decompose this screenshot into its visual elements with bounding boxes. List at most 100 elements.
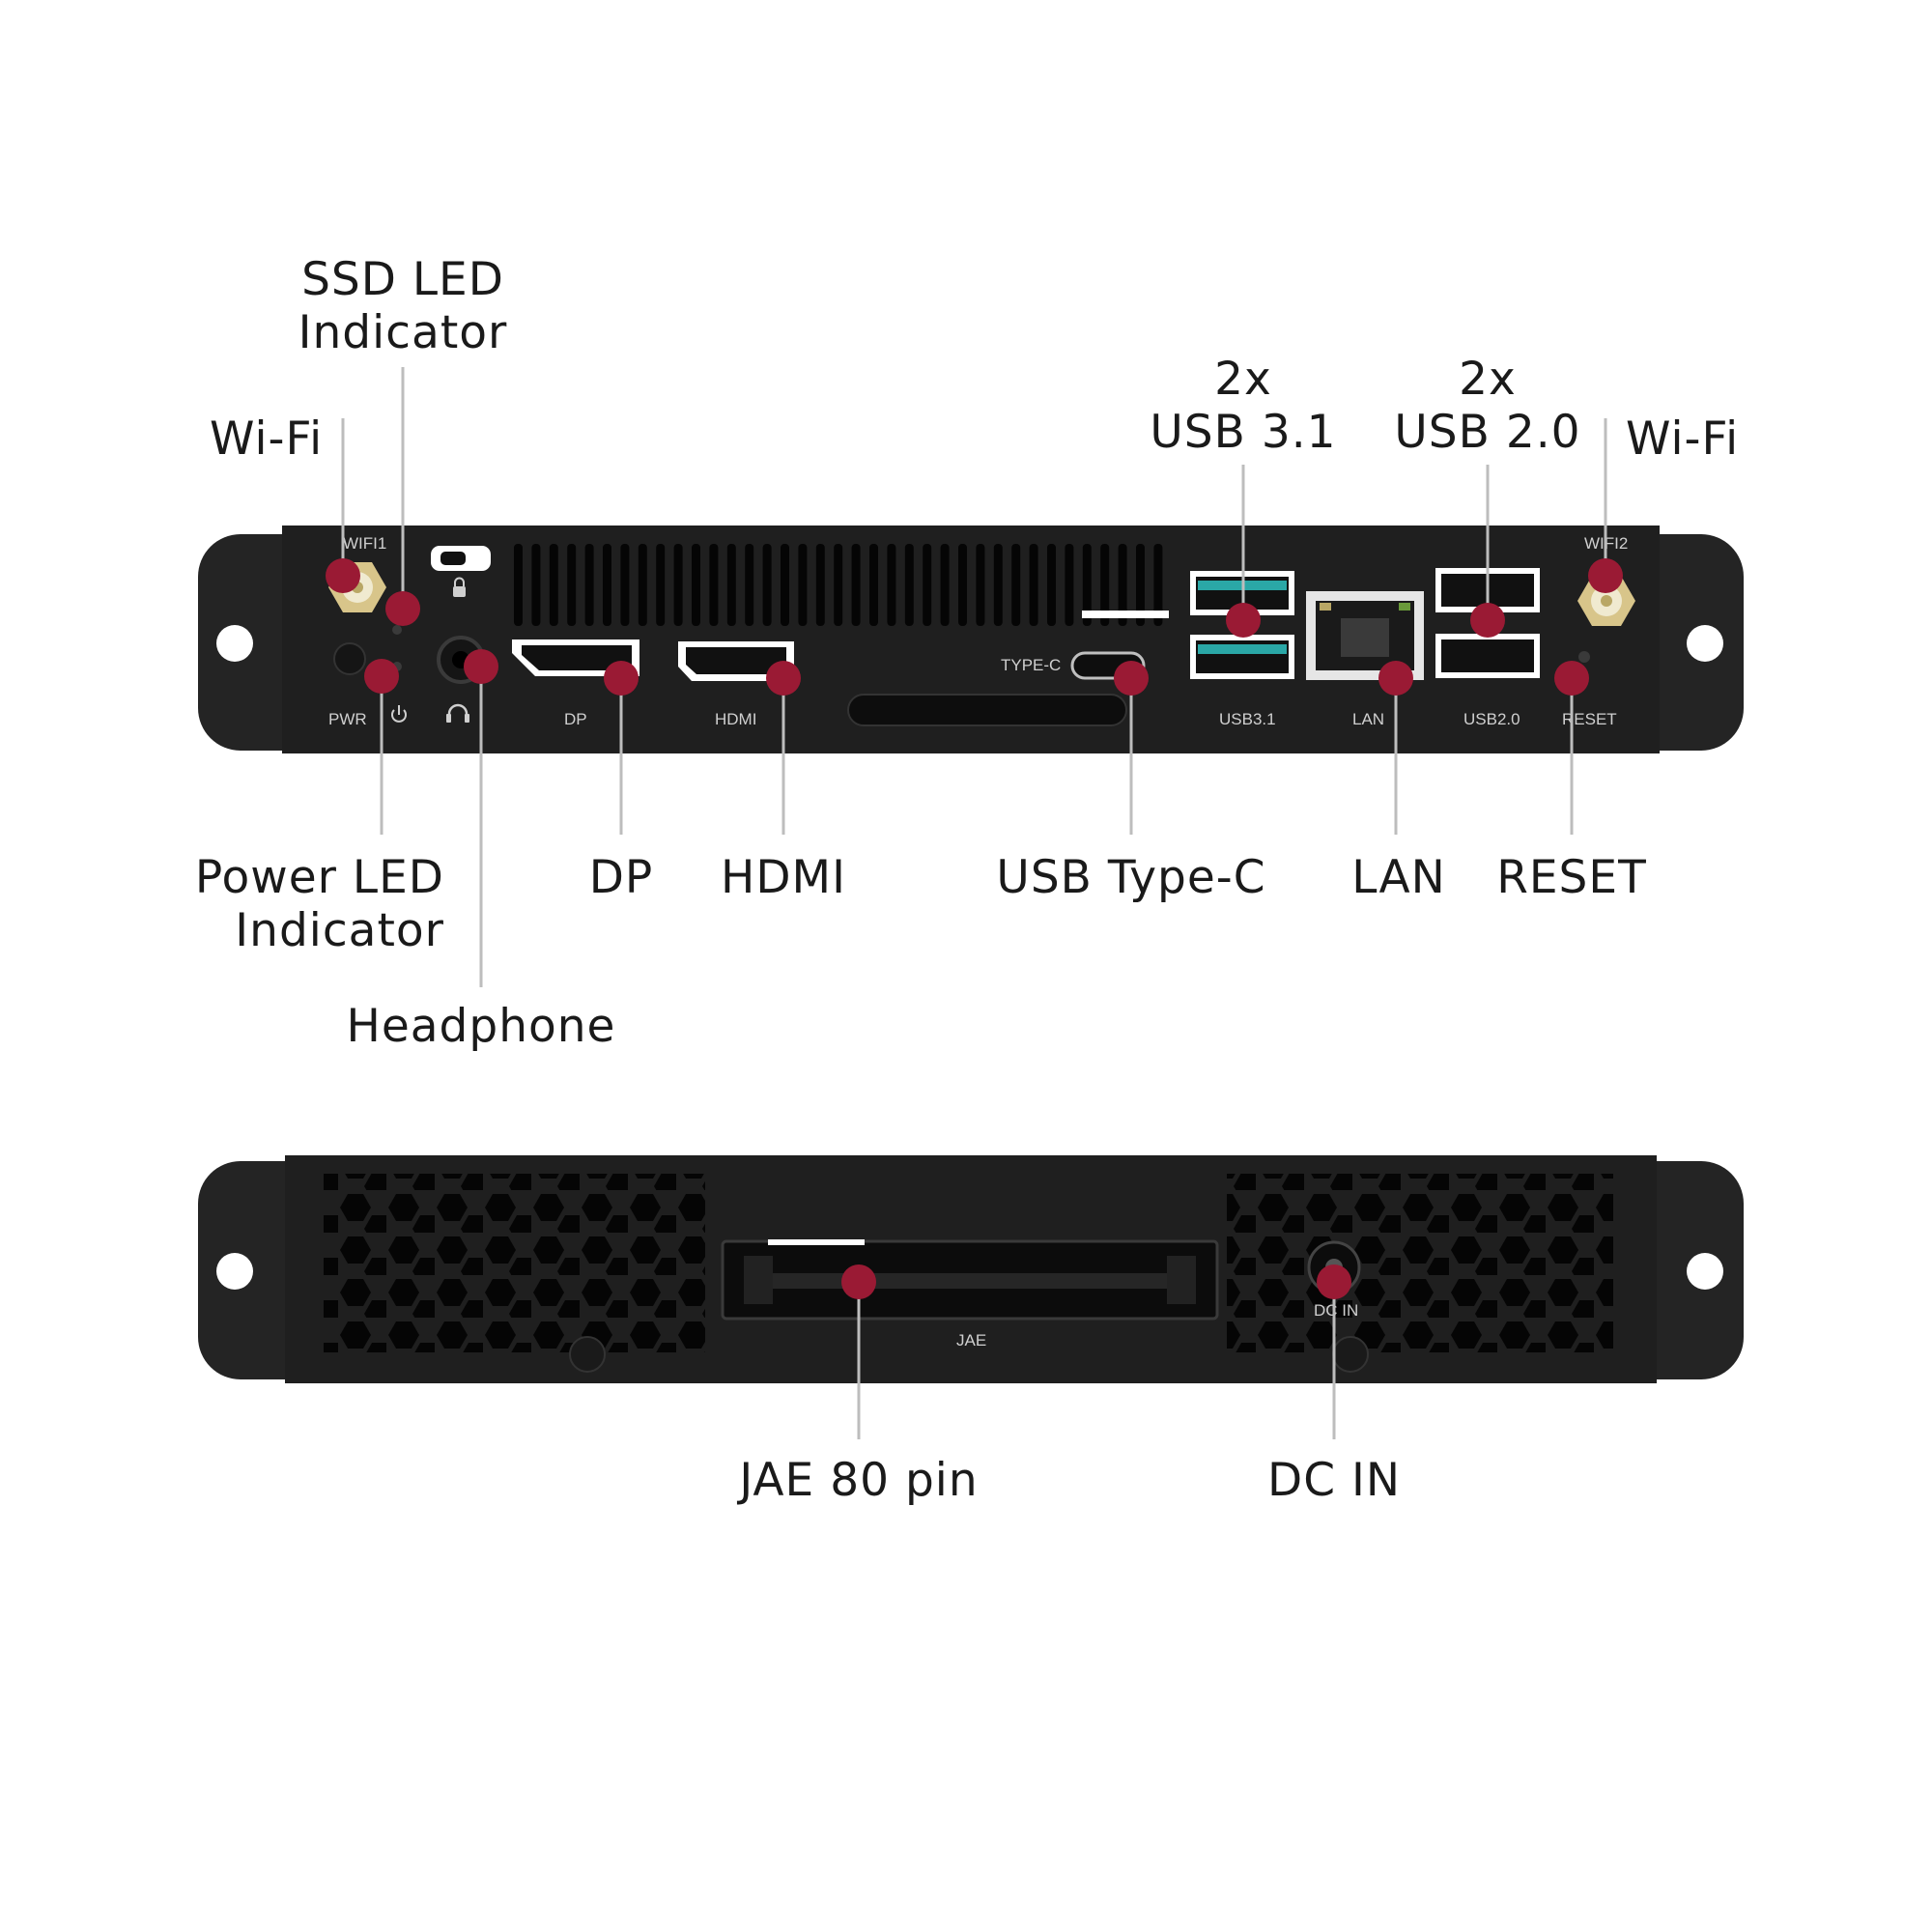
vent-slot xyxy=(549,544,558,626)
callout-dp: DP xyxy=(589,851,654,904)
dp-port-label: DP xyxy=(564,710,587,728)
vent-slot xyxy=(798,544,808,626)
headphone-icon xyxy=(446,703,469,723)
screw-right xyxy=(1332,1336,1369,1373)
vent-slot xyxy=(709,544,719,626)
callout-wifi-left: Wi-Fi xyxy=(210,412,323,466)
lan-port-label: LAN xyxy=(1352,710,1384,728)
vent-slot xyxy=(692,544,700,626)
jae-port-label: JAE xyxy=(956,1331,986,1350)
vent-slot xyxy=(603,544,611,626)
marker-usb20 xyxy=(1470,603,1505,638)
callout-lan: LAN xyxy=(1351,851,1446,904)
callout-ssd-led-line1: SSD LED xyxy=(301,253,504,306)
vent-slot xyxy=(673,544,683,626)
callout-reset: RESET xyxy=(1496,851,1647,904)
vent-slot xyxy=(762,544,772,626)
marker-wifi-left xyxy=(326,558,360,593)
callout-usb20-line1: 2x xyxy=(1459,353,1517,406)
marker-usb31 xyxy=(1226,603,1261,638)
lock-icon xyxy=(453,577,466,597)
vent-slot xyxy=(1100,544,1110,626)
marker-reset xyxy=(1554,661,1589,696)
vent-slot xyxy=(976,544,985,626)
reset-pinhole xyxy=(1578,651,1590,663)
front-leader-lines xyxy=(341,367,1607,987)
callout-jae: JAE 80 pin xyxy=(736,1454,978,1507)
screw-left xyxy=(569,1336,606,1373)
callout-power-led-line1: Power LED xyxy=(195,851,444,904)
marker-jae xyxy=(841,1264,876,1299)
marker-lan xyxy=(1378,661,1413,696)
back-vent-right xyxy=(1227,1174,1613,1352)
marker-usb-type-c xyxy=(1114,661,1149,696)
reset-port-label: RESET xyxy=(1562,710,1617,728)
usb20-port-label: USB2.0 xyxy=(1463,710,1520,728)
vent-slot xyxy=(567,544,577,626)
callout-usb31-line2: USB 3.1 xyxy=(1150,406,1336,459)
front-markers xyxy=(326,558,1623,696)
power-symbol-icon xyxy=(391,705,407,723)
hdmi-port-label: HDMI xyxy=(715,710,756,728)
callout-headphone: Headphone xyxy=(347,1000,616,1053)
marker-headphone xyxy=(464,649,498,684)
marker-ssd-led xyxy=(385,591,420,626)
lan-port xyxy=(1306,591,1424,680)
marker-dc-in xyxy=(1317,1264,1351,1299)
type-c-port-label: TYPE-C xyxy=(1001,656,1061,674)
vent-slot xyxy=(923,544,932,626)
mounting-hole-left xyxy=(216,625,253,662)
vent-slot xyxy=(745,544,754,626)
mounting-hole-right xyxy=(1687,625,1723,662)
back-panel: JAE DC IN xyxy=(198,1155,1744,1383)
vent-slot xyxy=(638,544,647,626)
vent-slot xyxy=(781,544,789,626)
vent-slot xyxy=(514,544,523,626)
vent-slot xyxy=(887,544,896,626)
vent-slot xyxy=(1029,544,1038,626)
vent-slot xyxy=(531,544,541,626)
vent-slot xyxy=(1136,544,1145,626)
dc-in-port-label: DC IN xyxy=(1314,1301,1358,1320)
marker-hdmi xyxy=(766,661,801,696)
vent-slot xyxy=(869,544,878,626)
vent-slot xyxy=(620,544,630,626)
wifi2-antenna-connector xyxy=(1577,576,1635,626)
vent-slot xyxy=(904,544,914,626)
back-mounting-hole-right xyxy=(1687,1253,1723,1290)
vent-slot xyxy=(993,544,1003,626)
usb31-port-label: USB3.1 xyxy=(1219,710,1276,728)
pwr-port-label: PWR xyxy=(328,710,367,728)
ssd-led xyxy=(392,625,402,635)
callout-wifi-right: Wi-Fi xyxy=(1626,412,1739,466)
callout-hdmi: HDMI xyxy=(721,851,846,904)
vent-slot xyxy=(1118,544,1127,626)
marker-power-led xyxy=(364,659,399,694)
vent-slot xyxy=(851,544,861,626)
callout-power-led-line2: Indicator xyxy=(235,904,444,957)
vent-slot xyxy=(940,544,950,626)
vent-slot xyxy=(656,544,666,626)
callout-usb-type-c: USB Type-C xyxy=(996,851,1265,904)
back-vent-left xyxy=(324,1174,705,1352)
front-vent-grille xyxy=(514,544,1169,626)
vent-slot xyxy=(1047,544,1056,626)
vent-slot xyxy=(815,544,825,626)
callout-dc-in: DC IN xyxy=(1267,1454,1401,1507)
vent-slot xyxy=(958,544,967,626)
hdmi-port xyxy=(678,641,794,681)
callout-usb31-line1: 2x xyxy=(1214,353,1272,406)
displayport-port xyxy=(512,639,639,676)
wifi1-port-label: WIFI1 xyxy=(343,534,386,553)
vent-slot xyxy=(726,544,736,626)
front-panel: WIFI1 PWR xyxy=(198,526,1744,753)
front-pull-handle xyxy=(847,694,1127,726)
vent-slot xyxy=(584,544,594,626)
back-mounting-hole-left xyxy=(216,1253,253,1290)
marker-dp xyxy=(604,661,639,696)
front-callouts: Wi-Fi SSD LED Indicator 2x USB 3.1 2x US… xyxy=(195,253,1739,1053)
jae-connector xyxy=(721,1239,1219,1321)
power-button xyxy=(333,642,366,675)
back-leader-lines xyxy=(857,1282,1336,1439)
